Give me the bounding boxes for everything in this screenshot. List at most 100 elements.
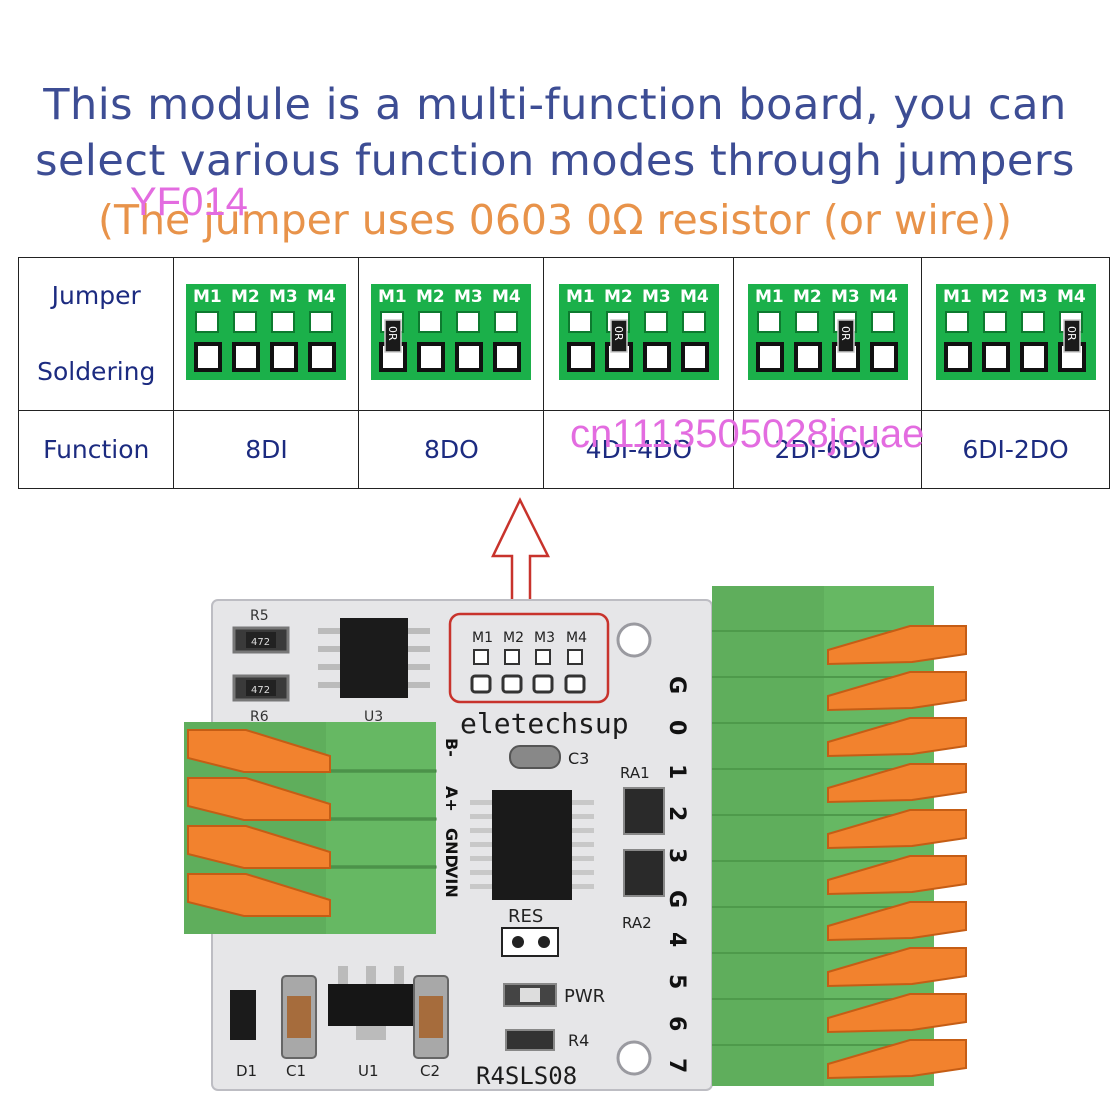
terminal-label-a-plus: A+ [442,786,461,812]
pcb-pad-label: M4 [680,287,709,307]
jumper-soldering-label-cell: Jumper Soldering [17,257,175,411]
pcb-pad-label: M3 [1019,287,1048,307]
main-ic-icon [470,790,594,900]
pcb-pad-label: M2 [416,287,445,307]
mounting-hole-icon [616,1040,652,1076]
label-r4: R4 [568,1031,589,1050]
function-row: Function 8DI 8DO 4DI-4DO 2DI-6DO 6DI-2DO [17,410,1110,489]
terminal-label-b-minus: B- [442,738,461,757]
capacitor-c2-icon [413,975,449,1059]
reset-header-icon [501,927,559,957]
terminal-label-1: 1 [664,764,689,779]
watermark-large: cn1113505028jcuae [570,412,925,456]
pcb-pad-label: M4 [492,287,521,307]
board-pad-label: M3 [534,630,555,646]
diode-d1-icon [230,990,256,1040]
pcb-pad-label: M3 [454,287,483,307]
function-label: Function [17,410,175,489]
terminal-label-3: 3 [664,848,689,863]
pcb-pad-label: M4 [307,287,336,307]
resistor-r4-icon [505,1029,555,1051]
jumper-config-6di-2do: M1 M2 M3 M4 0R [921,257,1110,411]
terminal-label-g: G [664,676,689,694]
pcb-pad-label: M2 [981,287,1010,307]
chip-u3-icon [318,618,430,698]
board-pad-label: M2 [503,630,524,646]
brand-label: eletechsup [460,707,629,740]
terminal-label-4: 4 [664,932,689,947]
board-pad-label: M1 [472,630,493,646]
pcb-pad-label: M1 [378,287,407,307]
jumper-highlight-box [448,612,610,704]
right-terminal-block[interactable] [712,586,967,1086]
terminal-label-5: 5 [664,974,689,989]
zero-ohm-resistor-label: 0R [839,326,852,341]
resistor-r6-icon: 472 [232,674,290,702]
function-4di-4do: 4DI-4DO [543,410,735,489]
label-res: RES [508,906,543,927]
zero-ohm-resistor-label: 0R [1065,326,1078,341]
label-r5: R5 [250,608,269,624]
pcb-pad-label: M2 [231,287,260,307]
terminal-label-0: 0 [664,720,689,735]
resistor-code-text: 472 [251,637,270,648]
mounting-hole-icon [616,622,652,658]
terminal-label-6: 6 [664,1016,689,1031]
pcb-pad-label: M1 [193,287,222,307]
jumper-label: Jumper [51,281,141,310]
jumper-config-4di-4do: M1 M2 0R M3 M4 [543,257,735,411]
board-pad-label: M4 [566,630,587,646]
jumper-pcb-icon: M1 M2 M3 M4 [186,284,347,380]
label-u3: U3 [364,709,383,725]
regulator-u1-icon [328,966,414,1040]
pcb-pad-label: M3 [642,287,671,307]
label-c2: C2 [420,1062,440,1080]
function-6di-2do: 6DI-2DO [921,410,1110,489]
left-terminal-block[interactable] [184,722,437,934]
jumper-config-8do: M1 0R M2 M3 M4 [358,257,545,411]
function-8do: 8DO [358,410,545,489]
pcb-pad-label: M2 [793,287,822,307]
jumper-pcb-icon: M1 M2 M3 M4 0R [935,284,1096,380]
terminal-label-gnd: GND [442,828,461,868]
function-2di-6do: 2DI-6DO [733,410,923,489]
zero-ohm-resistor-label: 0R [612,326,625,341]
label-c3: C3 [568,749,589,768]
resistor-r5-icon: 472 [232,626,290,654]
pcb-pad-label: M1 [566,287,595,307]
label-r6: R6 [250,709,269,725]
label-ra2: RA2 [622,914,652,932]
soldering-label: Soldering [37,357,156,386]
jumper-note: (The jumper uses 0603 0Ω resistor (or wi… [98,196,1012,244]
pcb-pad-label: M1 [943,287,972,307]
label-pwr: PWR [564,986,605,1007]
pcb-pad-label: M2 [604,287,633,307]
label-d1: D1 [236,1062,257,1080]
terminal-label-vin: VIN [442,866,461,898]
label-u1: U1 [358,1062,379,1080]
zero-ohm-resistor-label: 0R [386,326,399,341]
label-ra1: RA1 [620,764,650,782]
headline-line-2: select various function modes through ju… [35,136,1075,186]
model-label: R4SLS08 [476,1062,577,1090]
function-8di: 8DI [173,410,360,489]
terminal-label-2: 2 [664,806,689,821]
label-c1: C1 [286,1062,306,1080]
resistor-array-ra2-icon [623,849,665,897]
resistor-array-ra1-icon [623,787,665,835]
capacitor-c1-icon [281,975,317,1059]
pcb-pad-label: M3 [831,287,860,307]
resistor-code-text: 472 [251,685,270,696]
headline-line-1: This module is a multi-function board, y… [43,80,1067,130]
terminal-label-g2: G [664,890,689,908]
pcb-pad-label: M4 [1057,287,1086,307]
jumper-pcb-icon: M1 0R M2 M3 M4 [371,284,532,380]
pcb-pad-label: M3 [269,287,298,307]
capacitor-c3-icon [509,745,561,769]
pcb-pad-label: M4 [869,287,898,307]
